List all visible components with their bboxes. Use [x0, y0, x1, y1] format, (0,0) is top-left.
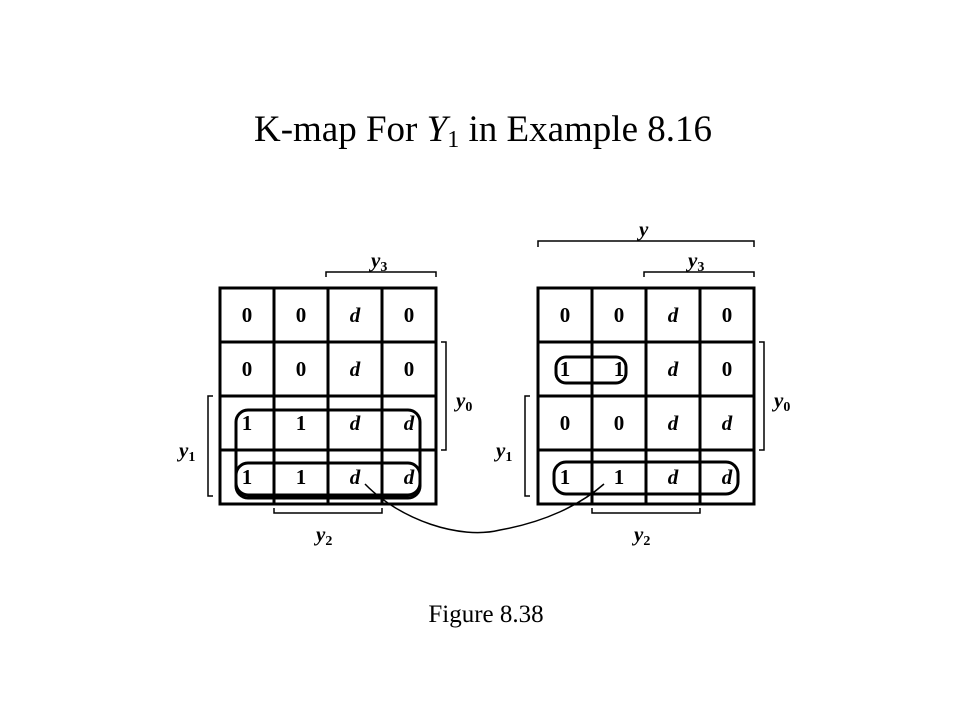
kmap-cell: 0: [614, 303, 625, 327]
kmap-cell: 1: [560, 357, 571, 381]
kmap-right-label-y1: y1: [493, 438, 512, 465]
kmap-right-y2-brace: [591, 508, 701, 514]
kmap-cell: 0: [242, 357, 253, 381]
kmap-left-y0-brace: [441, 341, 447, 451]
kmap-left-label-y2: y2: [313, 522, 332, 549]
page-title: K-map For Y1 in Example 8.16: [254, 109, 712, 153]
kmap-left-y2-brace: [273, 508, 383, 514]
kmap-cell: 0: [404, 357, 415, 381]
kmap-cell: 1: [560, 465, 571, 489]
kmap-left-label-y3: y3: [368, 248, 387, 275]
kmap-cell: d: [350, 411, 361, 435]
kmap-cell: d: [668, 465, 679, 489]
kmap-cell: d: [722, 465, 733, 489]
kmap-right-y-brace: [537, 240, 755, 247]
kmap-cell: d: [668, 411, 679, 435]
kmap-right-y3-brace: [643, 271, 755, 277]
kmap-cell: 0: [296, 303, 307, 327]
kmap-right: 0 0 d 0 1 1 d 0 0 0 d d 1 1 d d y y3 y0 y1 y2: [493, 217, 790, 549]
kmap-cell: d: [668, 357, 679, 381]
kmap-left-label-y1: y1: [176, 438, 195, 465]
kmap-cell: 0: [242, 303, 253, 327]
kmap-left-group-quad: [234, 408, 422, 500]
kmap-cell: 1: [242, 411, 253, 435]
kmap-cell: 0: [722, 303, 733, 327]
kmap-cell: d: [404, 465, 415, 489]
kmap-cell: d: [350, 303, 361, 327]
kmap-left-cells: 0 0 d 0 0 0 d 0 1 1 d d 1 1 d d: [242, 303, 415, 489]
kmap-left-y3-brace: [325, 271, 437, 277]
kmap-right-grid: [536, 286, 756, 506]
kmap-cell: 0: [404, 303, 415, 327]
kmap-cell: 0: [722, 357, 733, 381]
kmap-right-label-y0: y0: [771, 388, 790, 415]
kmap-right-label-y2: y2: [631, 522, 650, 549]
kmap-left: 0 0 d 0 0 0 d 0 1 1 d d 1 1 d d y3 y0 y1 y2: [176, 248, 472, 549]
kmap-cell: 0: [614, 411, 625, 435]
kmap-cell: 0: [296, 357, 307, 381]
kmap-right-y1-brace: [524, 395, 530, 497]
kmap-cell: d: [722, 411, 733, 435]
group-connector-arc: [364, 483, 605, 534]
kmap-cell: d: [350, 465, 361, 489]
kmap-cell: 1: [296, 465, 307, 489]
kmap-left-grid: [218, 286, 438, 506]
kmap-right-label-y: y: [636, 217, 649, 241]
kmap-cell: d: [404, 411, 415, 435]
kmap-left-group-row: [234, 461, 422, 497]
kmap-right-cells: 0 0 d 0 1 1 d 0 0 0 d d 1 1 d d: [560, 303, 733, 489]
kmap-cell: 1: [614, 357, 625, 381]
kmap-cell: 1: [296, 411, 307, 435]
kmap-right-label-y3: y3: [685, 248, 704, 275]
figure-caption: Figure 8.38: [428, 601, 543, 628]
kmap-left-label-y0: y0: [453, 388, 472, 415]
kmap-right-group-pair: [554, 355, 628, 385]
kmap-right-y0-brace: [759, 341, 765, 451]
kmap-right-group-row: [552, 460, 740, 496]
kmap-cell: 0: [560, 303, 571, 327]
kmap-cell: 1: [614, 465, 625, 489]
kmap-cell: d: [350, 357, 361, 381]
kmap-cell: 0: [560, 411, 571, 435]
kmap-cell: d: [668, 303, 679, 327]
kmap-cell: 1: [242, 465, 253, 489]
kmap-left-y1-brace: [207, 395, 213, 497]
